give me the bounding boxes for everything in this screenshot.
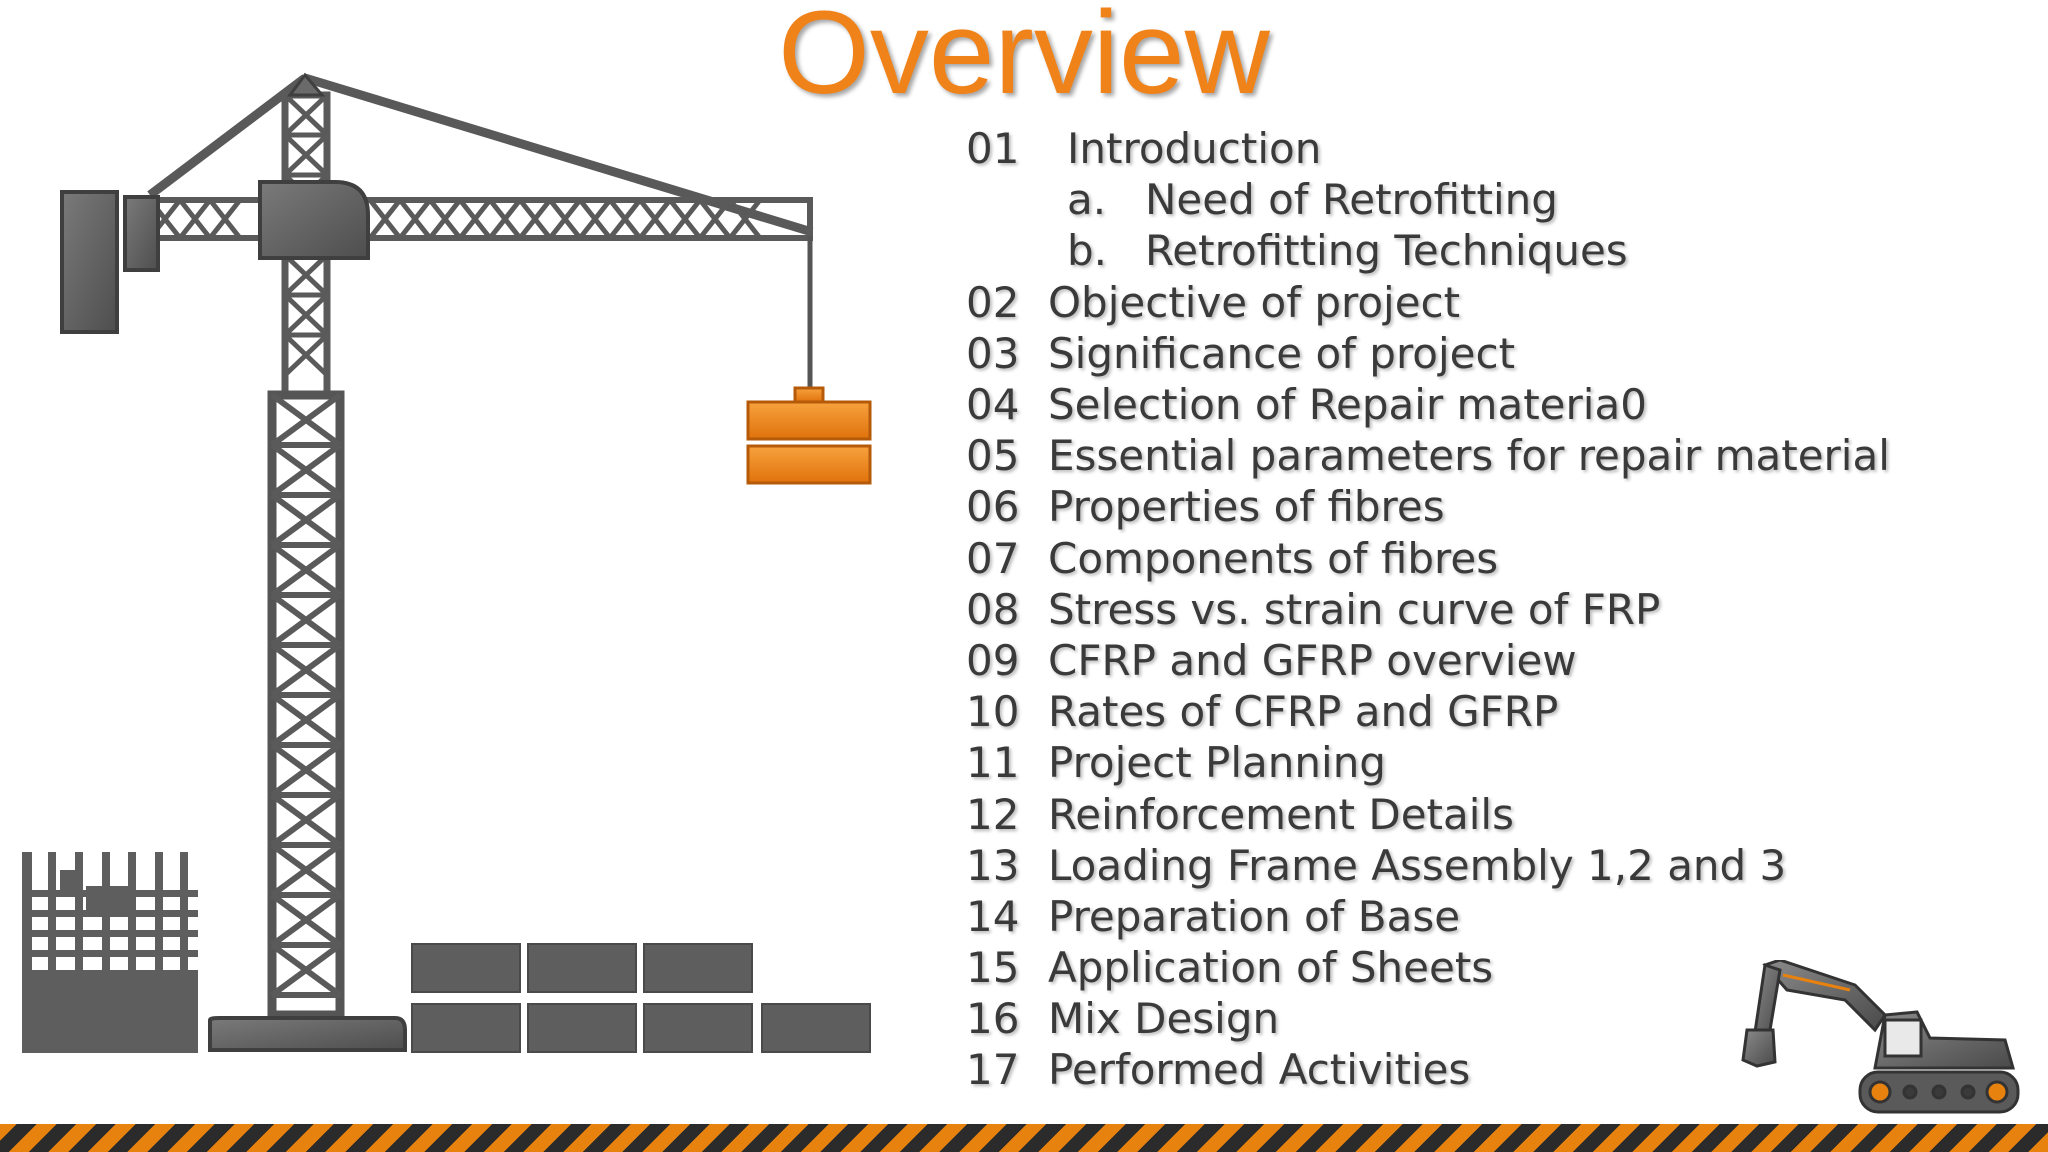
toc-label: CFRP and GFRP overview (1048, 635, 1577, 685)
toc-letter: a. (1067, 175, 1107, 225)
toc-item: 08 Stress vs. strain curve of FRP (966, 584, 1890, 635)
toc-number: 11 (966, 738, 1020, 788)
toc-label: Project Planning (1048, 738, 1386, 788)
toc-item: 03 Significance of project (966, 328, 1890, 379)
toc-number: 12 (966, 789, 1020, 839)
toc-item: 04 Selection of Repair materia0 (966, 379, 1890, 430)
toc-item: 13 Loading Frame Assembly 1,2 and 3 (966, 840, 1890, 891)
toc-label: Application of Sheets (1048, 943, 1494, 993)
toc-label: Significance of project (1048, 328, 1516, 378)
slide-title: Overview (778, 0, 1270, 119)
toc-item: 14 Preparation of Base (966, 891, 1890, 942)
toc-number: 02 (966, 277, 1020, 327)
toc-letter: b. (1067, 226, 1108, 276)
toc-number: 05 (966, 431, 1020, 481)
toc-label: Retrofitting Techniques (1145, 226, 1628, 276)
toc-number: 13 (966, 840, 1020, 890)
toc-item: 07 Components of fibres (966, 533, 1890, 584)
tower-crane-icon (60, 72, 872, 1052)
toc-label: Essential parameters for repair material (1048, 431, 1890, 481)
toc-number: 09 (966, 635, 1020, 685)
brick-stack-icon (411, 943, 871, 1053)
toc-label: Stress vs. strain curve of FRP (1048, 584, 1661, 634)
toc-label: Introduction (1067, 124, 1322, 174)
toc-item: 11 Project Planning (966, 737, 1890, 788)
toc-item: 16 Mix Design (966, 993, 1890, 1044)
toc-item: 02 Objective of project (966, 277, 1890, 328)
toc-number: 01 (966, 124, 1020, 174)
toc-number: 03 (966, 328, 1020, 378)
toc-number: 17 (966, 1045, 1020, 1095)
toc-item: 09 CFRP and GFRP overview (966, 635, 1890, 686)
toc-item: 06 Properties of fibres (966, 481, 1890, 532)
toc-number: 16 (966, 994, 1020, 1044)
toc-label: Performed Activities (1048, 1045, 1471, 1095)
toc-number: 15 (966, 943, 1020, 993)
toc-number: 14 (966, 891, 1020, 941)
toc-subitem: a. Need of Retrofitting (966, 174, 1890, 225)
hazard-stripe (0, 1124, 2048, 1152)
toc-label: Reinforcement Details (1048, 789, 1514, 839)
toc-number: 08 (966, 584, 1020, 634)
toc-label: Rates of CFRP and GFRP (1048, 687, 1559, 737)
toc-label: Loading Frame Assembly 1,2 and 3 (1048, 840, 1787, 890)
building-icon (22, 852, 198, 1053)
toc-number: 04 (966, 380, 1020, 430)
toc-label: Components of fibres (1048, 533, 1499, 583)
toc-item: 15 Application of Sheets (966, 942, 1890, 993)
toc-number: 10 (966, 687, 1020, 737)
table-of-contents: 01 Introduction a. Need of Retrofitting b.… (966, 123, 1890, 1096)
toc-label: Preparation of Base (1048, 891, 1461, 941)
toc-label: Properties of fibres (1048, 482, 1445, 532)
toc-item: 10 Rates of CFRP and GFRP (966, 686, 1890, 737)
toc-item: 05 Essential parameters for repair materi… (966, 430, 1890, 481)
toc-item: 12 Reinforcement Details (966, 788, 1890, 839)
toc-label: Need of Retrofitting (1145, 175, 1558, 225)
toc-label: Mix Design (1048, 994, 1280, 1044)
toc-label: Objective of project (1048, 277, 1461, 327)
toc-subitem: b. Retrofitting Techniques (966, 225, 1890, 276)
toc-number: 07 (966, 533, 1020, 583)
toc-item: 17 Performed Activities (966, 1044, 1890, 1095)
toc-number: 06 (966, 482, 1020, 532)
toc-label: Selection of Repair materia0 (1048, 380, 1647, 430)
toc-item: 01 Introduction (966, 123, 1890, 174)
excavator-icon (1741, 960, 2020, 1114)
